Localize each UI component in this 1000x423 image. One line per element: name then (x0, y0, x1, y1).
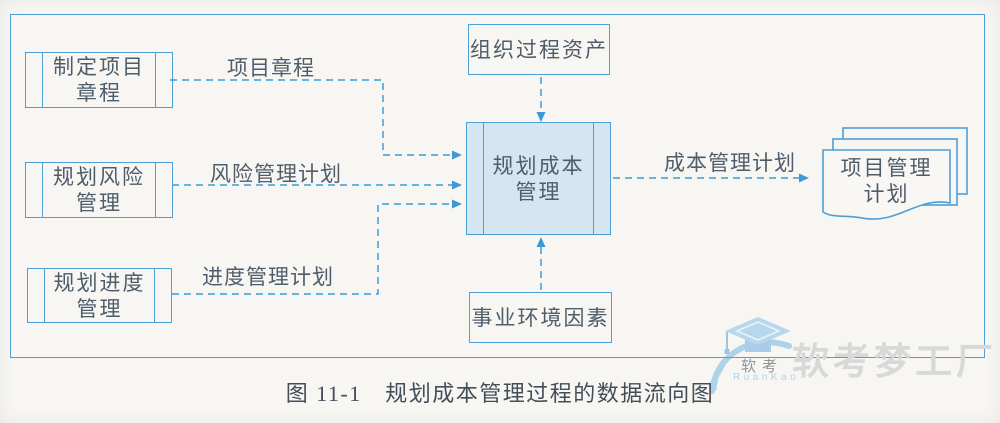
node-label: 制定项目 (53, 55, 145, 79)
watermark-brand-en: RuanKao (733, 372, 800, 383)
node-develop-project-charter: 制定项目 章程 (25, 52, 173, 108)
edge-label-project-charter: 项目章程 (227, 56, 315, 80)
process-side-bar (155, 163, 156, 217)
node-organizational-process-assets: 组织过程资产 (468, 24, 610, 75)
node-label: 组织过程资产 (470, 37, 608, 62)
node-label: 管理 (515, 179, 562, 204)
node-label: 事业环境因素 (471, 305, 610, 330)
node-plan-risk-management: 规划风险 管理 (25, 162, 173, 218)
process-side-bar (155, 53, 156, 107)
process-side-bar (593, 123, 594, 234)
node-label: 管理 (76, 296, 123, 321)
watermark-brand-small: 软考 (741, 358, 784, 375)
node-label: 规划成本 (492, 153, 585, 178)
node-label: 计划 (863, 182, 910, 206)
process-side-bar (42, 53, 43, 107)
edge-label-schedule-management-plan: 进度管理计划 (202, 265, 334, 289)
diagram-border (10, 14, 985, 358)
node-enterprise-environmental-factors: 事业环境因素 (469, 292, 612, 343)
edge-label-risk-management-plan: 风险管理计划 (210, 162, 342, 186)
node-label: 章程 (76, 81, 122, 105)
node-plan-schedule-management: 规划进度 管理 (27, 268, 172, 323)
figure-caption: 图 11-1 规划成本管理过程的数据流向图 (285, 381, 715, 406)
process-side-bar (154, 269, 155, 322)
process-side-bar (44, 269, 45, 322)
node-label: 项目管理 (840, 156, 933, 180)
process-side-bar (483, 123, 484, 234)
node-project-management-plan: 项目管理 计划 (823, 155, 950, 207)
node-plan-cost-management: 规划成本 管理 (466, 122, 611, 235)
watermark-brand-large: 软考梦工厂 (792, 341, 997, 382)
node-label: 管理 (76, 191, 122, 215)
node-label: 规划风险 (53, 165, 145, 189)
process-side-bar (42, 163, 43, 217)
edge-label-cost-management-plan: 成本管理计划 (664, 151, 796, 175)
node-label: 规划进度 (53, 270, 146, 295)
